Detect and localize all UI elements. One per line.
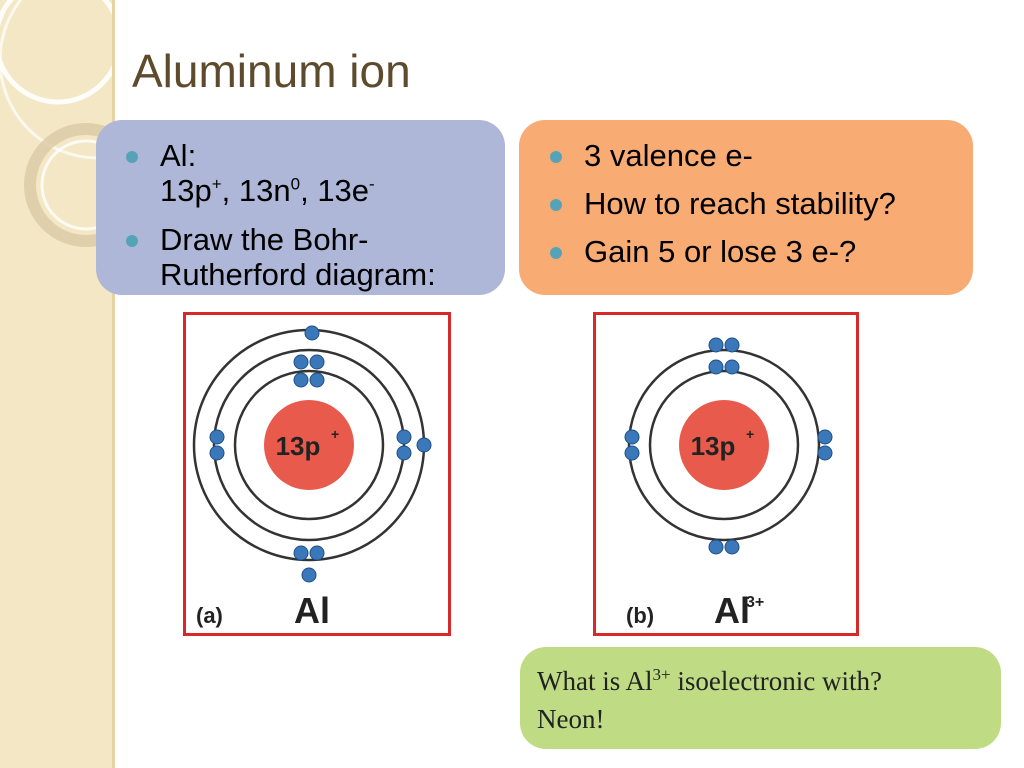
note-question-end: isoelectronic with?: [670, 666, 883, 696]
bullet-icon: [550, 199, 562, 211]
decorative-side-band: [0, 0, 112, 768]
shell-2: [212, 348, 406, 542]
band-divider: [112, 0, 115, 768]
bohr-diagram-al3plus: 13p + (b) Al 3+: [593, 312, 859, 636]
electron-charge: -: [369, 174, 375, 194]
stability-question: How to reach stability?: [584, 186, 896, 221]
bullet-icon: [126, 235, 138, 247]
diagram-label: (a): [196, 603, 223, 628]
neutron-charge: 0: [290, 174, 301, 194]
note-question-charge: 3+: [652, 665, 671, 684]
note-answer: Neon!: [537, 704, 605, 734]
list-item: Draw the Bohr-Rutherford diagram:: [126, 222, 456, 292]
bullet-icon: [550, 247, 562, 259]
bullet-icon: [126, 151, 138, 163]
right-callout-box: [519, 120, 973, 295]
proton-charge: +: [211, 174, 222, 194]
electron-count: , 13e: [300, 173, 370, 208]
note-question-start: What is Al: [537, 666, 653, 696]
list-item: Gain 5 or lose 3 e-?: [550, 234, 970, 269]
ion-charge: 3+: [746, 594, 764, 611]
nucleus-label: 13p: [276, 431, 321, 461]
list-item: 3 valence e-: [550, 138, 970, 173]
slide-title: Aluminum ion: [132, 45, 411, 97]
element-symbol: Al: [714, 590, 750, 631]
right-bullet-list: 3 valence e- How to reach stability? Gai…: [550, 138, 970, 282]
bohr-diagram-al-graphic: 13p + (a) Al: [192, 325, 432, 631]
left-callout-box: [96, 120, 505, 295]
neutron-count: , 13n: [221, 173, 291, 208]
left-bullet-list: Al: 13p+, 13n0, 13e- Draw the Bohr-Ruthe…: [126, 138, 456, 306]
nucleus-charge: +: [331, 426, 339, 442]
nucleus-charge: +: [746, 426, 754, 442]
shell-1: [648, 369, 800, 521]
shell-2: [627, 348, 821, 542]
electron-group: [209, 325, 432, 583]
diagram-label: (b): [626, 603, 654, 628]
nucleus: [264, 400, 354, 490]
note-box: [520, 647, 1001, 749]
bohr-diagram-al3plus-graphic: 13p + (b) Al 3+: [624, 337, 833, 631]
proton-count: 13p: [160, 173, 212, 208]
instruction-text: Draw the Bohr-Rutherford diagram:: [160, 222, 436, 292]
valence-text: 3 valence e-: [584, 138, 753, 173]
gain-lose-question: Gain 5 or lose 3 e-?: [584, 234, 857, 269]
list-item: How to reach stability?: [550, 186, 970, 221]
shell-1: [233, 369, 385, 521]
bohr-diagram-al: 13p + (a) Al: [183, 312, 451, 636]
nucleus-label: 13p: [691, 431, 736, 461]
note-text: What is Al3+ isoelectronic with? Neon!: [537, 662, 987, 738]
list-item: Al: 13p+, 13n0, 13e-: [126, 138, 456, 208]
element-symbol: Al: [294, 590, 330, 631]
electron-group: [624, 337, 833, 555]
bullet-icon: [550, 151, 562, 163]
nucleus: [679, 400, 769, 490]
decorative-rings: [0, 0, 112, 247]
atom-label: Al:: [160, 138, 197, 173]
